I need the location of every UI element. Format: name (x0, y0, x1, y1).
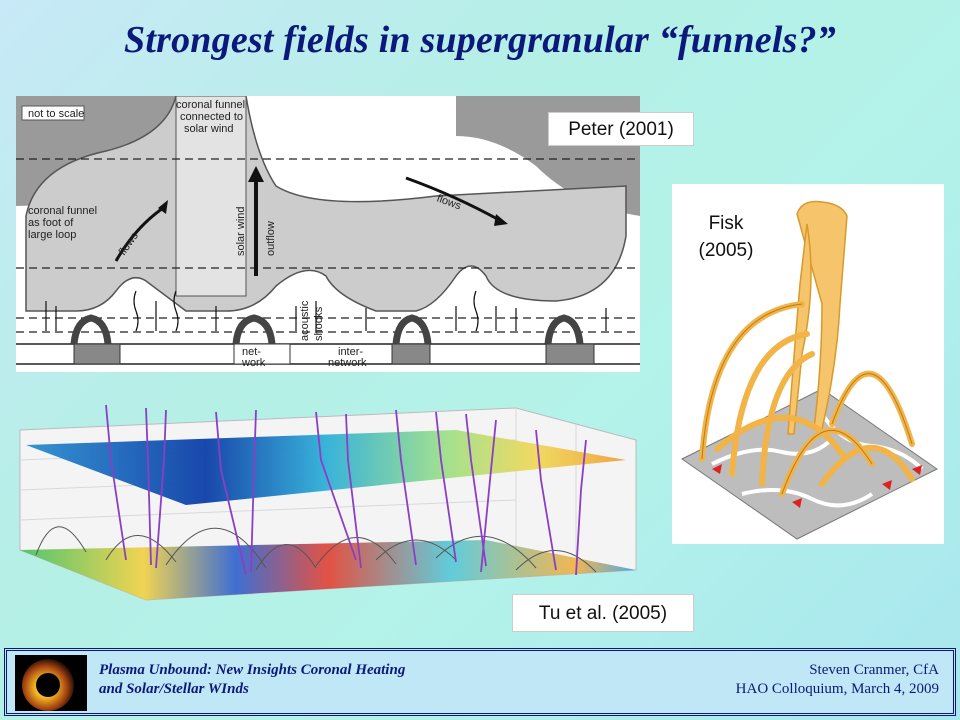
slide-footer: Plasma Unbound: New Insights Coronal Hea… (4, 648, 956, 716)
fisk-caption-line1: Fisk (708, 213, 744, 234)
acoustic-label: acoustic (299, 300, 311, 341)
footer-author-info: Steven Cranmer, CfA HAO Colloquium, Marc… (736, 661, 939, 699)
network-label-2: work (241, 357, 266, 369)
funnel-loop-label-1: coronal funnel (28, 205, 97, 217)
peter-funnel-diagram: not to scale coronal funnel connected to… (16, 96, 640, 372)
footer-event-title: Plasma Unbound: New Insights Coronal Hea… (99, 661, 405, 699)
solar-wind-label-2: outflow (265, 221, 277, 256)
funnel-wind-label-3: solar wind (184, 123, 234, 135)
funnel-wind-label-1: coronal funnel (176, 99, 245, 111)
footer-right-line1: Steven Cranmer, CfA (809, 662, 939, 678)
solar-wind-label-1: solar wind (235, 206, 247, 256)
funnel-wind-label-2: connected to (180, 111, 243, 123)
not-to-scale-label: not to scale (28, 108, 84, 120)
tu-3d-field-visualization (16, 400, 640, 626)
funnel-loop-label-3: large loop (28, 229, 76, 241)
fisk-caption: Fisk (2005) (678, 210, 774, 264)
footer-left-line2: and Solar/Stellar WInds (99, 681, 249, 697)
solar-eclipse-logo (15, 655, 87, 711)
footer-right-line2: HAO Colloquium, March 4, 2009 (735, 681, 939, 697)
internetwork-label-2: network (328, 357, 367, 369)
peter-caption: Peter (2001) (548, 112, 694, 146)
fisk-loops-diagram (672, 184, 944, 544)
internetwork-label-1: inter- (338, 346, 363, 358)
network-label-1: net- (242, 346, 261, 358)
fisk-caption-line2: (2005) (698, 240, 754, 261)
footer-left-line1: Plasma Unbound: New Insights Coronal Hea… (99, 662, 406, 678)
shocks-label: shocks (313, 306, 325, 341)
funnel-loop-label-2: as foot of (28, 217, 74, 229)
tu-caption: Tu et al. (2005) (512, 594, 694, 632)
slide-title: Strongest fields in supergranular “funne… (124, 19, 836, 61)
